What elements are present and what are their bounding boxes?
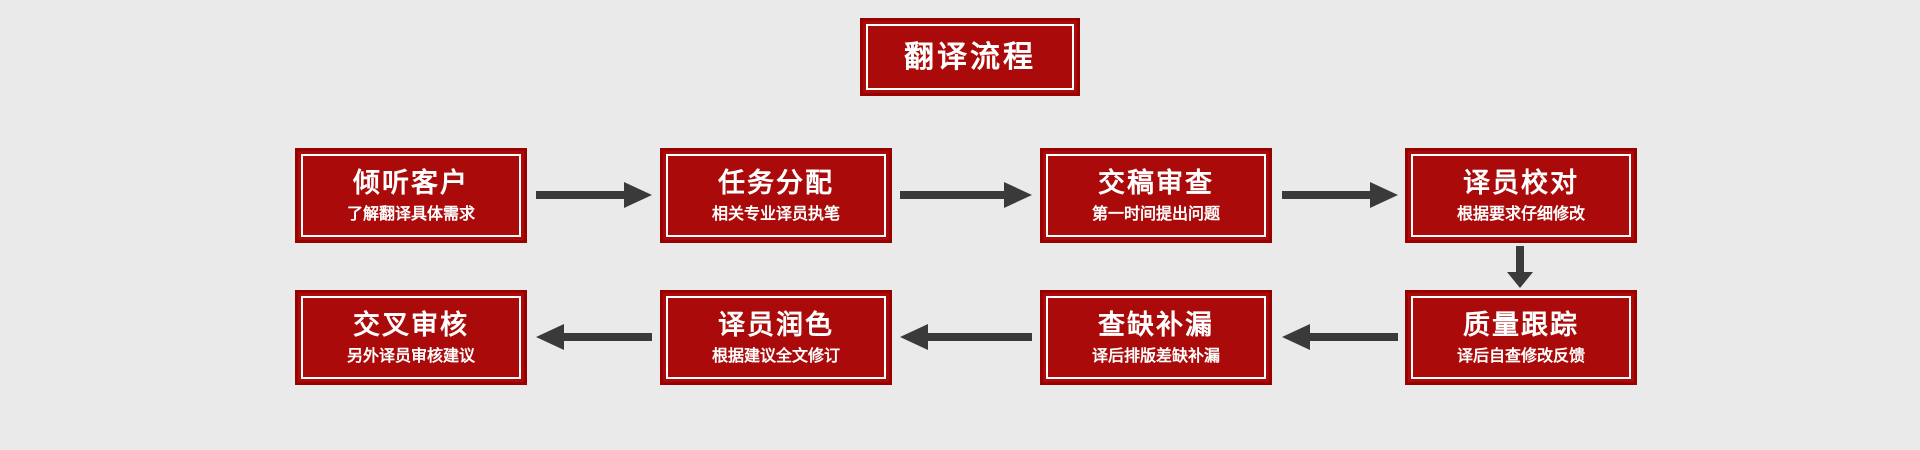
- process-node-8-inner: 交叉审核 另外译员审核建议: [301, 296, 521, 379]
- process-node-6-subtitle: 译后排版差缺补漏: [1091, 345, 1220, 365]
- process-node-4: 译员校对 根据要求仔细修改: [1405, 148, 1637, 243]
- flowchart-title-box: 翻译流程: [860, 18, 1080, 96]
- process-node-7-title: 译员润色: [718, 309, 834, 341]
- flowchart-title-inner: 翻译流程: [866, 24, 1074, 90]
- process-node-8: 交叉审核 另外译员审核建议: [295, 290, 527, 385]
- process-node-6: 查缺补漏 译后排版差缺补漏: [1040, 290, 1272, 385]
- process-node-1-title: 倾听客户: [353, 167, 469, 199]
- process-node-5-inner: 质量跟踪 译后自查修改反馈: [1411, 296, 1631, 379]
- process-node-6-title: 查缺补漏: [1098, 309, 1214, 341]
- process-node-7-inner: 译员润色 根据建议全文修订: [666, 296, 886, 379]
- process-node-7: 译员润色 根据建议全文修订: [660, 290, 892, 385]
- arrow-right-icon-2: [900, 180, 1032, 210]
- process-node-1-inner: 倾听客户 了解翻译具体需求: [301, 154, 521, 237]
- process-node-3-title: 交稿审查: [1098, 167, 1214, 199]
- process-node-1-subtitle: 了解翻译具体需求: [346, 203, 475, 223]
- process-node-2-title: 任务分配: [718, 167, 834, 199]
- arrow-left-icon-2: [900, 322, 1032, 352]
- process-node-4-inner: 译员校对 根据要求仔细修改: [1411, 154, 1631, 237]
- arrow-right-icon-1: [536, 180, 652, 210]
- process-node-6-inner: 查缺补漏 译后排版差缺补漏: [1046, 296, 1266, 379]
- process-node-2-inner: 任务分配 相关专业译员执笔: [666, 154, 886, 237]
- process-node-5-subtitle: 译后自查修改反馈: [1456, 345, 1585, 365]
- process-node-5: 质量跟踪 译后自查修改反馈: [1405, 290, 1637, 385]
- process-node-1: 倾听客户 了解翻译具体需求: [295, 148, 527, 243]
- arrow-right-icon-3: [1282, 180, 1398, 210]
- process-node-2-subtitle: 相关专业译员执笔: [711, 203, 840, 223]
- process-node-3: 交稿审查 第一时间提出问题: [1040, 148, 1272, 243]
- arrow-left-icon-1: [1282, 322, 1398, 352]
- process-node-8-title: 交叉审核: [353, 309, 469, 341]
- arrow-left-icon-3: [536, 322, 652, 352]
- arrow-down-icon-1: [1505, 246, 1535, 288]
- process-node-3-inner: 交稿审查 第一时间提出问题: [1046, 154, 1266, 237]
- process-node-7-subtitle: 根据建议全文修订: [711, 345, 840, 365]
- process-node-4-title: 译员校对: [1463, 167, 1579, 199]
- flowchart-title-text: 翻译流程: [904, 39, 1036, 75]
- process-node-8-subtitle: 另外译员审核建议: [346, 345, 475, 365]
- process-node-2: 任务分配 相关专业译员执笔: [660, 148, 892, 243]
- process-node-3-subtitle: 第一时间提出问题: [1091, 203, 1220, 223]
- process-node-5-title: 质量跟踪: [1463, 309, 1579, 341]
- process-node-4-subtitle: 根据要求仔细修改: [1456, 203, 1585, 223]
